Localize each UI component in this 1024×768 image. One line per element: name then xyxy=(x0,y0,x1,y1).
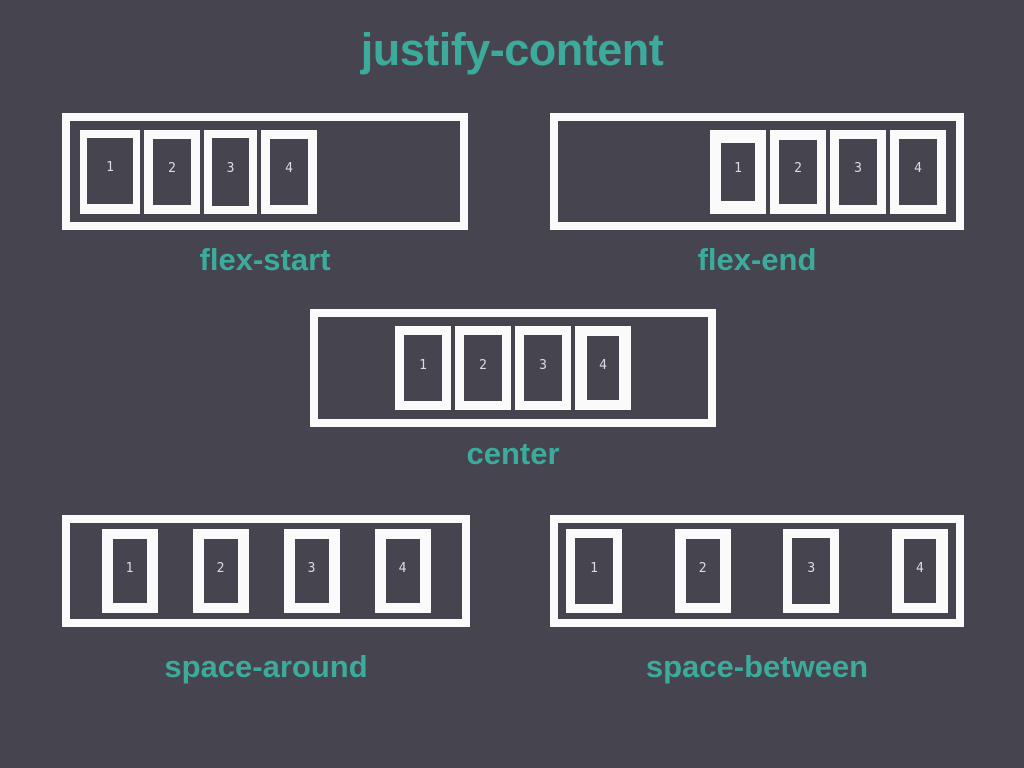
flex-item-number: 4 xyxy=(398,560,407,576)
flex-container-center: 1 2 3 4 xyxy=(310,309,716,427)
flex-item: 2 xyxy=(674,529,731,613)
demo-label-space-around: space-around xyxy=(164,649,368,684)
flex-item-number: 4 xyxy=(916,560,924,576)
flex-item: 4 xyxy=(575,326,631,410)
flex-item: 3 xyxy=(783,529,840,613)
demo-flex-end: 1 2 3 4 flex-end xyxy=(550,113,964,278)
flex-item-number: 3 xyxy=(854,161,862,176)
flex-container-flex-end: 1 2 3 4 xyxy=(550,113,964,230)
flex-item: 1 xyxy=(101,529,158,613)
demo-flex-start: 1 2 3 4 flex-start xyxy=(62,113,468,278)
flex-item: 2 xyxy=(770,129,826,214)
flex-item-number: 3 xyxy=(226,161,235,176)
flex-container-space-around: 1 2 3 4 xyxy=(62,515,470,627)
flex-item: 1 xyxy=(566,529,622,613)
flex-item: 4 xyxy=(374,529,431,613)
demo-label-space-between: space-between xyxy=(645,649,869,684)
flex-item-number: 2 xyxy=(698,560,707,576)
flex-item-number: 2 xyxy=(794,161,802,176)
flex-item: 3 xyxy=(830,129,886,214)
flex-item-number: 1 xyxy=(590,560,598,576)
flex-item-number: 3 xyxy=(539,357,547,373)
demo-space-between: 1 2 3 4 space-between xyxy=(550,515,964,685)
demo-space-around: 1 2 3 4 space-around xyxy=(62,515,470,685)
flex-item: 3 xyxy=(204,129,257,214)
flex-container-space-between: 1 2 3 4 xyxy=(550,515,964,627)
demo-label-center: center xyxy=(466,436,560,471)
flex-item: 1 xyxy=(80,129,140,214)
flex-item: 4 xyxy=(891,529,948,613)
flex-item-number: 4 xyxy=(285,161,293,176)
flex-item-number: 1 xyxy=(125,560,134,576)
demo-label-flex-end: flex-end xyxy=(697,242,817,277)
flex-item: 1 xyxy=(395,326,451,410)
demo-label-flex-start: flex-start xyxy=(199,242,331,277)
flex-item-number: 4 xyxy=(914,161,922,176)
flex-item-number: 2 xyxy=(216,560,225,576)
flex-item: 2 xyxy=(455,326,511,410)
flex-container-flex-start: 1 2 3 4 xyxy=(62,113,468,230)
flex-item: 3 xyxy=(515,326,571,410)
flex-item-number: 4 xyxy=(599,357,607,373)
flex-item-number: 1 xyxy=(106,160,114,175)
flex-item: 4 xyxy=(890,129,946,214)
flex-item-number: 1 xyxy=(734,161,742,176)
flex-item: 2 xyxy=(192,529,249,613)
flex-item: 1 xyxy=(710,129,766,214)
demo-center: 1 2 3 4 center xyxy=(310,309,716,472)
flex-item: 4 xyxy=(261,129,317,214)
flex-item-number: 2 xyxy=(168,161,176,176)
flex-item-number: 1 xyxy=(419,357,427,373)
flex-item-number: 2 xyxy=(479,357,487,373)
flex-item: 2 xyxy=(144,129,200,214)
flex-item-number: 3 xyxy=(307,560,316,576)
page-title: justify-content xyxy=(360,24,664,75)
flex-item: 3 xyxy=(283,529,340,613)
flex-item-number: 3 xyxy=(807,560,816,576)
